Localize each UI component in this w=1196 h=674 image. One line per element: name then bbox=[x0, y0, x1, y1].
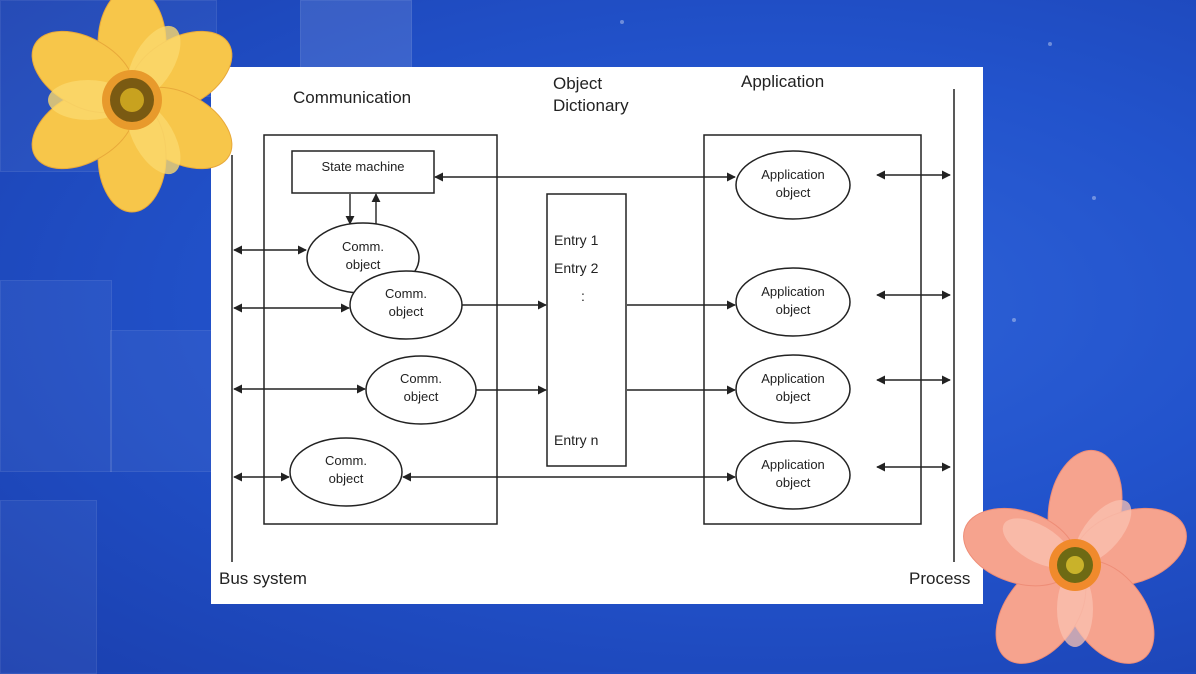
communication-diagram: Communication Object Dictionary Applicat… bbox=[219, 72, 970, 588]
comm-object-label: object bbox=[346, 257, 381, 272]
dictionary-entry-2: Entry 2 bbox=[554, 260, 599, 276]
application-object-label: object bbox=[776, 475, 811, 490]
background-tile bbox=[300, 0, 412, 68]
application-object-label: Application bbox=[761, 457, 825, 472]
background-sparkle bbox=[620, 20, 624, 24]
application-object-label: object bbox=[776, 185, 811, 200]
background-tile bbox=[0, 500, 97, 674]
application-object-label: Application bbox=[761, 371, 825, 386]
application-object-ellipse bbox=[735, 354, 851, 424]
application-box bbox=[703, 134, 922, 525]
pink-flower-decoration bbox=[963, 449, 1187, 664]
application-object-ellipse bbox=[735, 267, 851, 337]
dictionary-entry-1: Entry 1 bbox=[554, 232, 599, 248]
application-heading: Application bbox=[741, 72, 824, 91]
comm-object-label: Comm. bbox=[385, 286, 427, 301]
background-tile bbox=[110, 330, 212, 472]
object-dictionary-heading-line1: Object bbox=[553, 74, 602, 93]
comm-object-label: object bbox=[389, 304, 424, 319]
application-object-label: object bbox=[776, 389, 811, 404]
diagram-slide: Communication Object Dictionary Applicat… bbox=[211, 67, 983, 604]
background-sparkle bbox=[1048, 42, 1052, 46]
comm-object-label: object bbox=[329, 471, 364, 486]
application-object-label: object bbox=[776, 302, 811, 317]
process-label: Process bbox=[909, 569, 970, 588]
yellow-flower-decoration bbox=[31, 0, 233, 213]
comm-object-label: object bbox=[404, 389, 439, 404]
object-dictionary-box bbox=[546, 193, 627, 467]
application-object-label: Application bbox=[761, 167, 825, 182]
state-machine-box bbox=[291, 150, 435, 194]
comm-object-ellipse bbox=[289, 437, 403, 507]
dictionary-entry-ellipsis: : bbox=[581, 288, 585, 304]
application-object-ellipse bbox=[735, 150, 851, 220]
bus-system-label: Bus system bbox=[219, 569, 307, 588]
application-object-ellipse bbox=[735, 440, 851, 510]
application-object-label: Application bbox=[761, 284, 825, 299]
communication-box bbox=[263, 134, 498, 525]
dictionary-entry-n: Entry n bbox=[554, 432, 598, 448]
comm-object-label: Comm. bbox=[342, 239, 384, 254]
state-machine-label: State machine bbox=[321, 159, 404, 174]
background-tile bbox=[0, 280, 112, 472]
comm-object-label: Comm. bbox=[400, 371, 442, 386]
background-sparkle bbox=[1092, 196, 1096, 200]
comm-object-label: Comm. bbox=[325, 453, 367, 468]
object-dictionary-heading-line2: Dictionary bbox=[553, 96, 629, 115]
background-sparkle bbox=[1012, 318, 1016, 322]
communication-heading: Communication bbox=[293, 88, 411, 107]
